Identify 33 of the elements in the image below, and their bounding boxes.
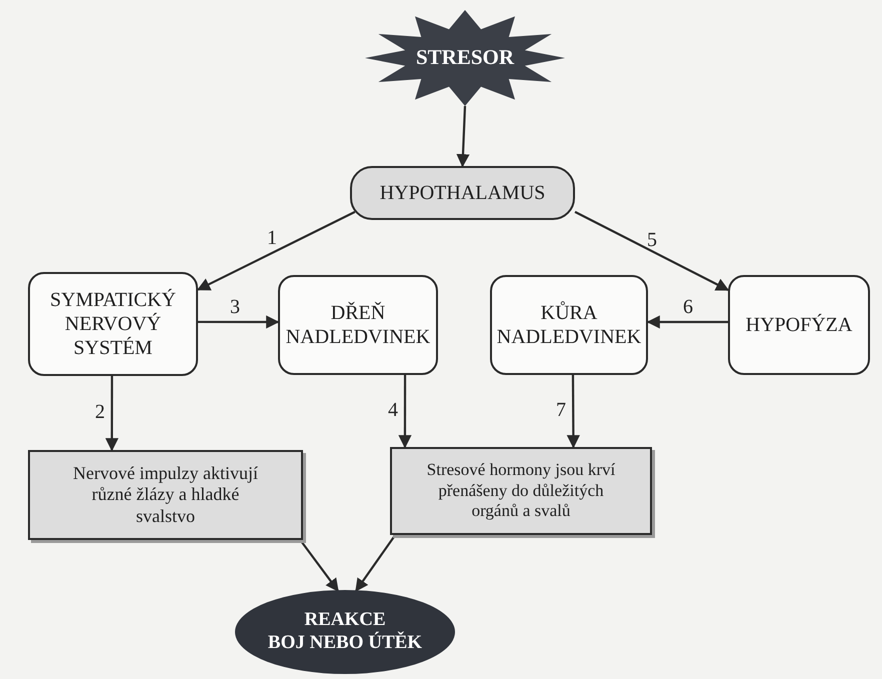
process-box: [28, 272, 198, 376]
arrow: [566, 375, 580, 448]
node-text: KŮRA NADLEDVINEK: [496, 301, 642, 349]
arrow: [456, 106, 470, 168]
edge-label: 4: [388, 400, 398, 420]
node-text: STRESOR: [416, 45, 514, 71]
arrow: [398, 375, 412, 448]
process-box: [350, 166, 575, 220]
node-text: Stresové hormony jsou krví přenášeny do důležitých orgánů a svalů: [426, 460, 616, 522]
arrow: [198, 315, 280, 329]
arrow: [646, 315, 728, 329]
edge-label: 1: [267, 228, 277, 248]
note-box: [390, 447, 652, 535]
node-text: BOJ NEBO ÚTĚK: [268, 632, 422, 655]
arrow: [355, 534, 396, 592]
arrow: [574, 210, 730, 291]
note-box: [28, 450, 303, 540]
arrow: [196, 210, 356, 291]
edge-label: 5: [647, 230, 657, 250]
node-text: HYPOFÝZA: [746, 313, 852, 337]
node-text: REAKCE: [304, 609, 386, 632]
edge-label: 7: [556, 400, 566, 420]
edge-label: 6: [683, 297, 693, 317]
node-text: DŘEŇ NADLEDVINEK: [284, 301, 432, 349]
process-box: [278, 275, 438, 375]
node-text: Nervové impulzy aktivují různé žlázy a hladké svalstvo: [72, 462, 259, 528]
node-text: HYPOTHALAMUS: [380, 181, 546, 205]
edge-label: 3: [230, 297, 240, 317]
node-text: SYMPATICKÝ NERVOVÝ SYSTÉM: [49, 288, 177, 360]
process-box: [490, 275, 648, 375]
edge-label: 2: [95, 402, 105, 422]
process-box: [728, 275, 870, 375]
arrow: [105, 376, 118, 452]
